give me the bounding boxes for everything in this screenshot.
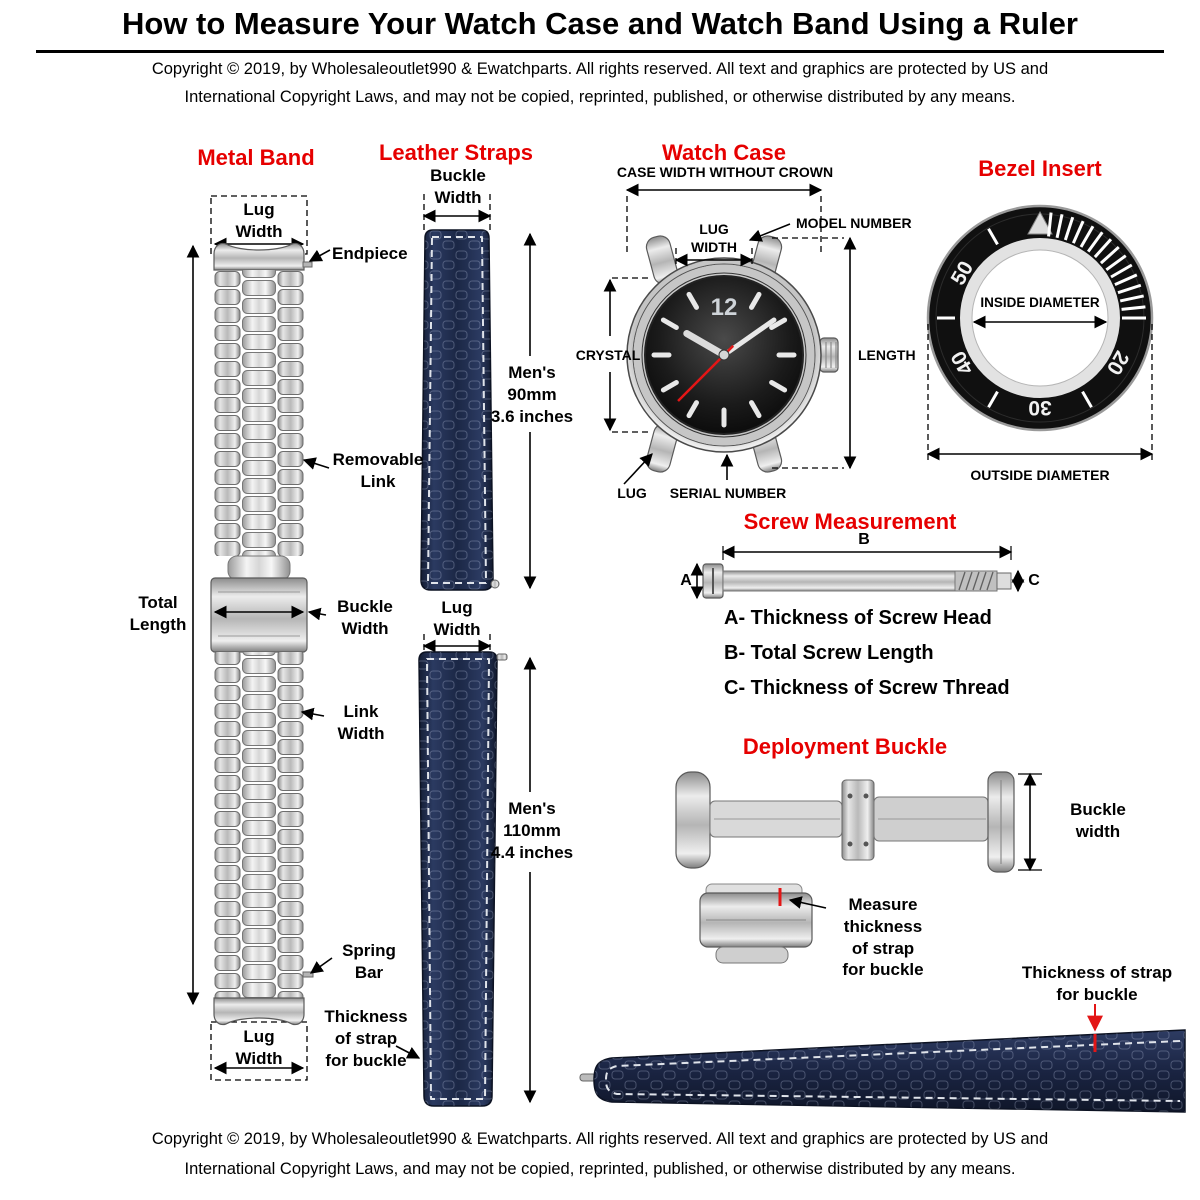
strap-thickness-label: Thickness of strap for buckle [324,1007,408,1070]
measure-thickness-label: Measure thickness of strap for buckle [842,895,924,980]
page-title: How to Measure Your Watch Case and Watch… [122,6,1078,41]
buckle-width-metal-label: Buckle Width [337,597,393,638]
hour-markers [651,291,797,428]
case-width-label: CASE WIDTH WITHOUT CROWN [616,164,834,180]
screw-label-c: C [1028,572,1040,589]
lug-label: LUG [617,485,647,501]
crown [819,337,839,373]
watch-bezel-ring [633,264,815,446]
clasp-flip-lock [227,555,291,581]
outside-diameter-label: OUTSIDE DIAMETER [970,467,1110,483]
endpiece-bottom [213,997,305,1026]
buckle-width-leather-label: Buckle Width [430,166,486,207]
removable-link-label: Removable Link [332,450,424,491]
clasp-paddle [675,771,711,869]
bracelet-links-lower [214,652,304,998]
bezel-minute-ticks [937,212,1146,408]
screw-label-b: B [858,531,870,548]
minute-hand [721,317,777,358]
metal-band-heading: Metal Band [197,145,315,170]
screw-label-a: A [680,572,692,589]
bezel-triangle-marker [1027,210,1053,235]
metal-band-graphic [186,195,333,1081]
leather-straps-graphic [395,194,537,1107]
screw-tip [996,572,1012,590]
deployment-buckle-heading: Deployment Buckle [742,734,948,759]
endpiece-top [213,242,305,271]
lug-width-bottom-label: Lug Width [235,1027,283,1068]
deployment-buckle-graphic [675,771,1042,964]
lug-width-top-label: Lug Width [235,200,283,241]
strap-pin [490,579,500,589]
bezel-bevel [960,238,1120,398]
copyright-bottom-line1: Copyright © 2019, by Wholesaleoutlet990 … [151,1130,1049,1148]
screw-shaft [722,570,956,592]
title-underline [36,50,1164,53]
bezel-insert-graphic: 20 30 40 50 [926,204,1154,462]
mens-90mm-label: Men's 90mm 3.6 inches [490,363,574,426]
total-length-label: Total Length [129,593,187,634]
spring-bar-pin-bottom [302,971,314,978]
screw-graphic [690,545,1025,600]
link-width-label: Link Width [337,702,385,743]
bottom-thickness-label: Thickness of strap for buckle [1021,963,1173,1004]
inside-diameter-label: INSIDE DIAMETER [980,295,1100,310]
strap-pin [496,653,508,661]
screw-line-b: B- Total Screw Length [724,642,934,664]
bottom-strap-graphic [579,1004,1186,1113]
watch-case-graphic: 12 [603,183,857,485]
spring-bar-label: Spring Bar [342,941,396,982]
clasp-body [210,577,308,653]
screw-line-c: C- Thickness of Screw Thread [724,677,1010,699]
buckle-width-deploy-label: Buckle width [1070,800,1126,841]
bezel-insert-heading: Bezel Insert [978,156,1102,181]
copyright-top-line2: International Copyright Laws, and may no… [184,88,1016,106]
clasp-bridge [841,779,875,861]
length-label: LENGTH [858,347,916,363]
endpiece-label: Endpiece [332,244,408,263]
mens-110mm-label: Men's 110mm 4.4 inches [490,799,574,862]
copyright-top-line1: Copyright © 2019, by Wholesaleoutlet990 … [151,60,1049,78]
leather-straps-heading: Leather Straps [378,140,534,165]
serial-number-label: SERIAL NUMBER [669,485,787,501]
hour-hand [683,330,728,359]
lug-width-leather-label: Lug Width [433,598,481,639]
spring-bar-pin-top [302,261,313,268]
screw-measurement-heading: Screw Measurement [743,509,957,534]
watch-case-heading: Watch Case [662,140,786,165]
bezel-number-30: 30 [1028,396,1051,419]
copyright-bottom-line2: International Copyright Laws, and may no… [184,1160,1016,1178]
lug-width-case-label: LUG WIDTH [691,221,737,256]
crystal-label: CRYSTAL [575,347,641,363]
bezel-hole [971,249,1109,387]
hand-hub [718,349,730,361]
screw-line-a: A- Thickness of Screw Head [724,607,992,629]
folded-clasp-tongue [715,946,789,964]
bracelet-links-upper [214,270,304,556]
model-number-label: MODEL NUMBER [796,215,912,231]
dial-numeral-12: 12 [711,294,738,321]
